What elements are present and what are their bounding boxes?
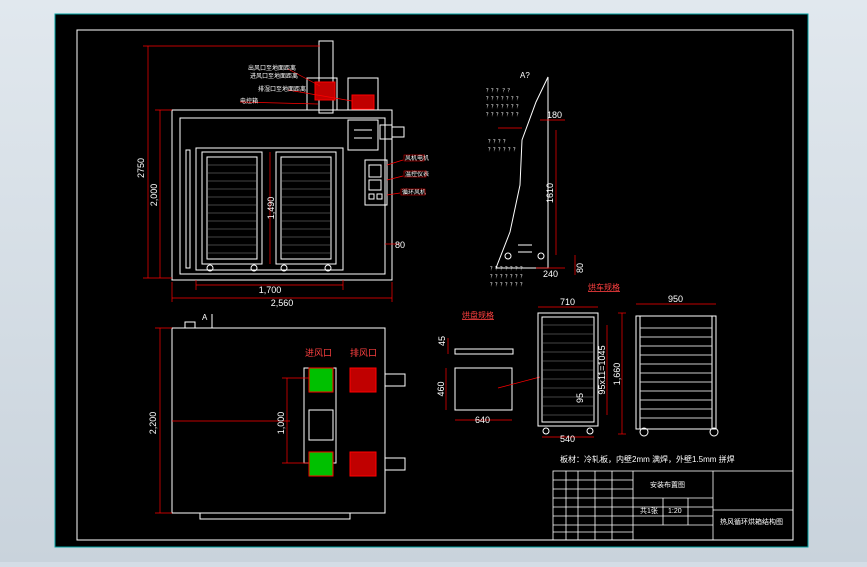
outlet-port-lower [349,451,377,477]
title-block-scale: 1:20 [668,508,682,515]
front-dims [143,45,404,302]
callout-circulation-fan: 循环风机 [402,188,426,196]
callout-outlet-height: 出风口至地面距离 [248,64,296,72]
drawing-sheet [54,13,809,548]
dim-cart-height: 1,660 [612,363,622,386]
tray-section-title: 烘盘规格 [462,310,494,320]
dim-tray-width: 640 [475,415,490,425]
svg-text:？？？？？？？: ？？？？？？？ [486,112,521,118]
dim-detail-240: 240 [543,269,558,279]
dim-base-offset: 80 [395,240,405,250]
label-inlet-port: 进风口 [305,348,332,358]
dim-cart-side-width: 950 [668,294,683,304]
dim-port-spacing: 1,000 [276,412,286,435]
title-block-drawing-title: 安装布置图 [650,480,685,489]
detail-a-annotations: ？？？ ？？ ？？？？？？？ ？？？？？？？ ？？？？？？？ ？？？？ ？？？？… [486,88,525,288]
material-note: 板材：冷轧板，内壁2mm 满焊，外壁1.5mm 拼焊 [560,454,735,464]
detail-a-dims [498,119,576,275]
dim-cart-gap: 95 [575,393,585,403]
cart-side-shelves [640,327,712,419]
inlet-port-lower [308,451,334,477]
callout-inlet-height: 进风口至地面距离 [250,72,298,80]
tray-section [454,348,514,411]
dim-detail-1610: 1610 [545,183,555,203]
top-view-label: A [202,313,208,322]
dim-body-height: 2,000 [149,184,159,207]
top-dims [155,327,310,514]
dim-detail-180: 180 [547,110,562,120]
svg-text:？？？？？？？: ？？？？？？？ [490,266,525,272]
dim-tray-height: 1,490 [266,197,276,220]
callout-marker-fan [403,154,425,162]
inlet-duct-marker [351,94,375,110]
svg-text:？？？？？？: ？？？？？？ [488,147,518,153]
cart-front-title: 烘车规格 [588,282,620,292]
tray-dims [445,338,541,421]
svg-text:？？？？？？？: ？？？？？？？ [490,282,525,288]
cart-front-dims [538,306,626,438]
label-outlet-port: 排风口 [350,347,377,358]
callout-control-box: 电控箱 [240,97,258,105]
outlet-port-upper [349,367,377,393]
cart-front [537,312,599,435]
dim-tray-height-val: 460 [436,381,446,396]
dim-cart-top-width: 710 [560,297,575,307]
dim-top-depth: 2,200 [148,412,158,435]
front-trays [207,164,331,254]
svg-text:？？？？？？？: ？？？？？？？ [486,96,521,102]
drawing-frame [76,29,794,541]
svg-text:？？？？？？？: ？？？？？？？ [486,104,521,110]
dim-overall-width: 2,560 [271,298,294,308]
dim-detail-80: 80 [575,263,585,273]
callout-marker-circ [400,188,426,196]
svg-text:？？？ ？？: ？？？ ？？ [486,88,512,94]
dim-body-width: 1,700 [259,285,282,295]
title-block-sheet: 共1张 [640,506,658,515]
dim-cart-bottom-width: 540 [560,434,575,444]
dim-tray-thickness: 45 [437,336,447,346]
svg-text:？？？？？？？: ？？？？？？？ [490,274,525,280]
callout-fan-motor: 风机电机 [405,154,429,162]
inlet-port-upper [308,367,334,393]
dim-cart-pitch: 95x11=1045 [597,345,607,394]
callout-marker-temp [403,170,427,178]
cart-front-shelves [542,324,594,416]
callout-temp-controller: 温控仪表 [405,170,429,178]
title-block-product-name: 热风循环烘箱结构图 [720,517,783,526]
callout-exhaust-height: 排湿口至地面距离 [258,85,306,93]
title-block [552,470,794,541]
detail-a-label: A? [520,71,530,80]
front-view [171,40,405,281]
svg-text:？？？？: ？？？？ [488,139,508,145]
dim-overall-height: 2750 [136,158,146,178]
